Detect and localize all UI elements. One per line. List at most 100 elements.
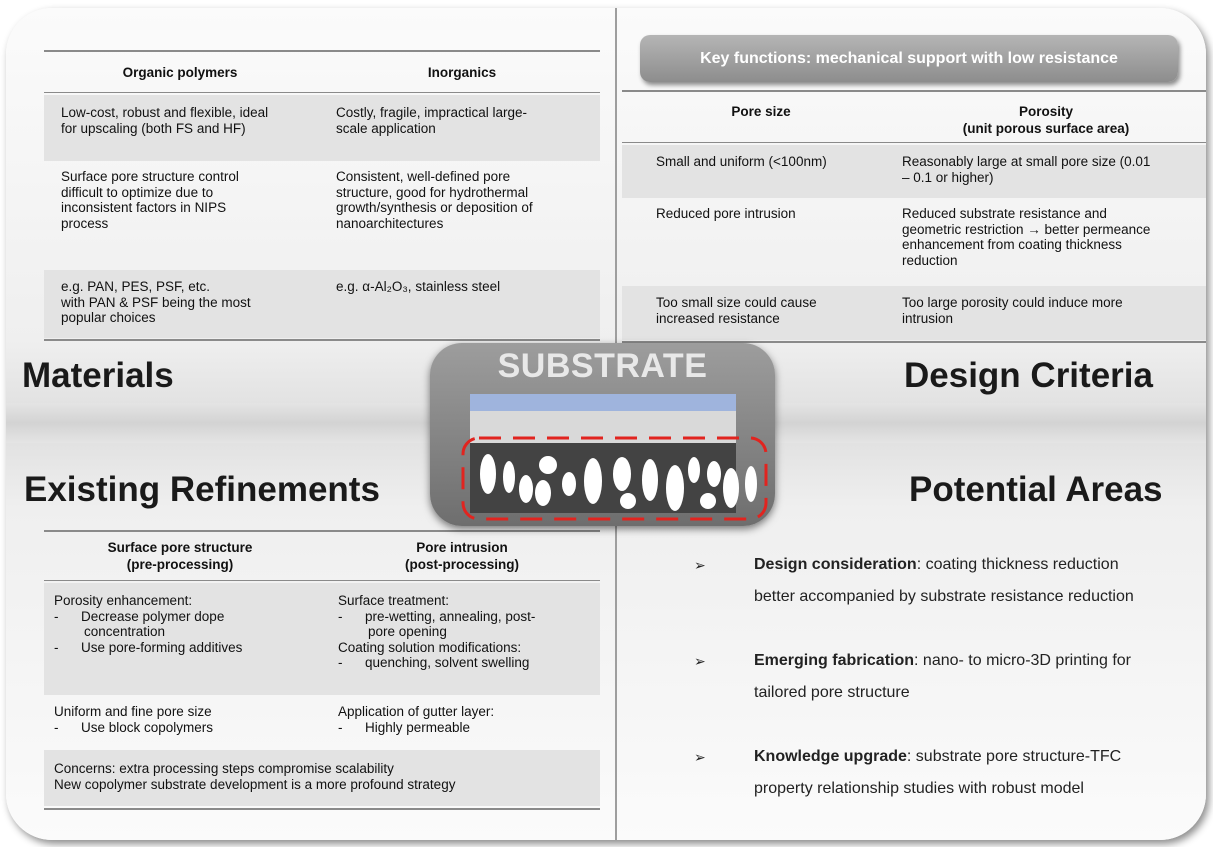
column-header: Pore intrusion (post-processing) [324,539,600,573]
pore-illustration [461,436,768,521]
cell-line: scale application [336,120,436,136]
arrow-bullet-icon: ➢ [694,653,706,669]
header-line: Porosity [1018,104,1073,119]
table-rule [44,50,600,52]
cell-line: Concerns: extra processing steps comprom… [54,761,394,776]
table-cell: e.g. α-Al₂O₃, stainless steel [336,279,500,295]
cell-line: Too small size could cause [656,295,817,310]
cell-line: e.g. α-Al₂O₃, stainless steel [336,279,501,294]
table-row-shade [44,583,600,695]
cell-line: - Use pore-forming additives [54,639,243,655]
list-item: ➢ Emerging fabrication: nano- to micro-3… [694,645,1206,709]
item-text: : nano- to micro-3D printing for [914,652,1132,669]
coating-layer [470,394,736,411]
item-keyword: Design consideration [754,556,917,573]
key-functions-banner: Key functions: mechanical support with l… [640,35,1178,82]
item-text: property relationship studies with robus… [754,780,1084,797]
infographic-frame: Organic polymers Inorganics Low-cost, ro… [6,8,1206,840]
cell-line: Reduced pore intrusion [656,206,796,221]
cell-line: e.g. PAN, PES, PSF, etc. [61,279,211,294]
table-cell: Too large porosity could induce more int… [902,295,1123,326]
table-row-shade [622,145,1206,198]
list-item: ➢ Design consideration: coating thicknes… [694,549,1206,613]
table-cell: Low-cost, robust and flexible, ideal for… [61,105,268,136]
table-cell: Reduced substrate resistance and geometr… [902,206,1150,268]
item-text: : coating thickness reduction [916,556,1119,573]
header-line: Pore intrusion [416,540,508,555]
table-cell: Surface treatment: - pre-wetting, anneal… [338,593,535,671]
header-line: (post-processing) [404,557,519,572]
table-rule [44,339,600,341]
table-rule [622,90,1206,92]
cell-line: Surface pore structure control [61,169,239,184]
column-header: Organic polymers [122,65,238,80]
table-cell: e.g. PAN, PES, PSF, etc. with PAN & PSF … [61,279,251,326]
item-keyword: Knowledge upgrade [754,748,907,765]
cell-line: growth/synthesis or deposition of [336,200,533,215]
cell-line: process [61,215,109,231]
table-row-shade [44,750,600,806]
cell-line: - Decrease polymer dope [54,608,225,624]
cell-line: inconsistent factors in NIPS [61,200,227,215]
cell-line: Surface treatment: [338,593,450,608]
cell-line: difficult to optimize due to [61,184,214,200]
table-cell: Too small size could cause increased res… [656,295,817,326]
cell-line: - quenching, solvent swelling [338,655,530,670]
cell-line: geometric restriction → better permeance [902,221,1151,237]
cell-line: Coating solution modifications: [338,639,522,655]
item-keyword: Emerging fabrication [754,652,915,669]
item-text: : substrate pore structure-TFC [906,748,1122,765]
column-header: Pore size [636,103,886,120]
table-cell: Uniform and fine pore size - Use block c… [54,704,213,735]
table-cell: Consistent, well-defined pore structure,… [336,169,533,231]
table-cell: Porosity enhancement: - Decrease polymer… [54,593,242,655]
table-rule [44,530,600,532]
cell-line: popular choices [61,310,156,325]
table-cell: Surface pore structure control difficult… [61,169,239,231]
cell-line: Too large porosity could induce more [902,295,1123,310]
cell-line: - Use block copolymers [54,719,214,735]
section-title-potential-areas: Potential Areas [909,470,1163,509]
table-row-shade [44,270,600,338]
table-rule [44,92,600,93]
header-line: Surface pore structure [107,540,253,555]
table-cell: Reduced pore intrusion [656,206,796,222]
table-rule [44,808,600,810]
cell-line: structure, good for hydrothermal [336,184,529,200]
table-cell: Reasonably large at small pore size (0.0… [902,154,1150,185]
cell-line: with PAN & PSF being the most [61,294,251,310]
cell-line: Consistent, well-defined pore [336,169,511,184]
header-line: Pore size [731,104,791,119]
cell-line: Application of gutter layer: [338,704,495,719]
section-title-materials: Materials [22,356,174,395]
substrate-title: SUBSTRATE [497,347,708,385]
column-header: Inorganics [427,65,497,80]
cell-line: intrusion [902,310,954,326]
cell-line: Uniform and fine pore size [54,704,212,719]
section-title-existing-refinements: Existing Refinements [24,470,380,509]
substrate-graphic: SUBSTRATE [430,343,775,526]
cell-line: Costly, fragile, impractical large- [336,105,528,120]
cell-line: Small and uniform (<100nm) [656,154,827,169]
table-row-shade [622,286,1206,340]
cell-line: Porosity enhancement: [54,593,193,608]
cell-line: enhancement from coating thickness [902,237,1122,252]
header-line: (unit porous surface area) [962,121,1130,136]
arrow-bullet-icon: ➢ [694,557,706,573]
table-rule [622,142,1206,143]
table-rule [44,580,600,581]
table-cell: Application of gutter layer: - Highly pe… [338,704,494,735]
table-cell: Small and uniform (<100nm) [656,154,827,170]
section-title-design-criteria: Design Criteria [904,356,1153,395]
cell-line: - Highly permeable [338,719,471,735]
cell-line: pore opening [338,624,447,639]
cell-line: New copolymer substrate development is a… [54,776,456,792]
cell-line: increased resistance [656,310,780,326]
cell-line: for upscaling (both FS and HF) [61,120,246,136]
cell-line: Reduced substrate resistance and [902,206,1107,221]
cell-line: Low-cost, robust and flexible, ideal [61,105,269,120]
cell-line: concentration [54,624,166,639]
header-line: (pre-processing) [126,557,234,572]
cell-line: - pre-wetting, annealing, post- [338,608,536,624]
column-header: Surface pore structure (pre-processing) [44,539,316,573]
